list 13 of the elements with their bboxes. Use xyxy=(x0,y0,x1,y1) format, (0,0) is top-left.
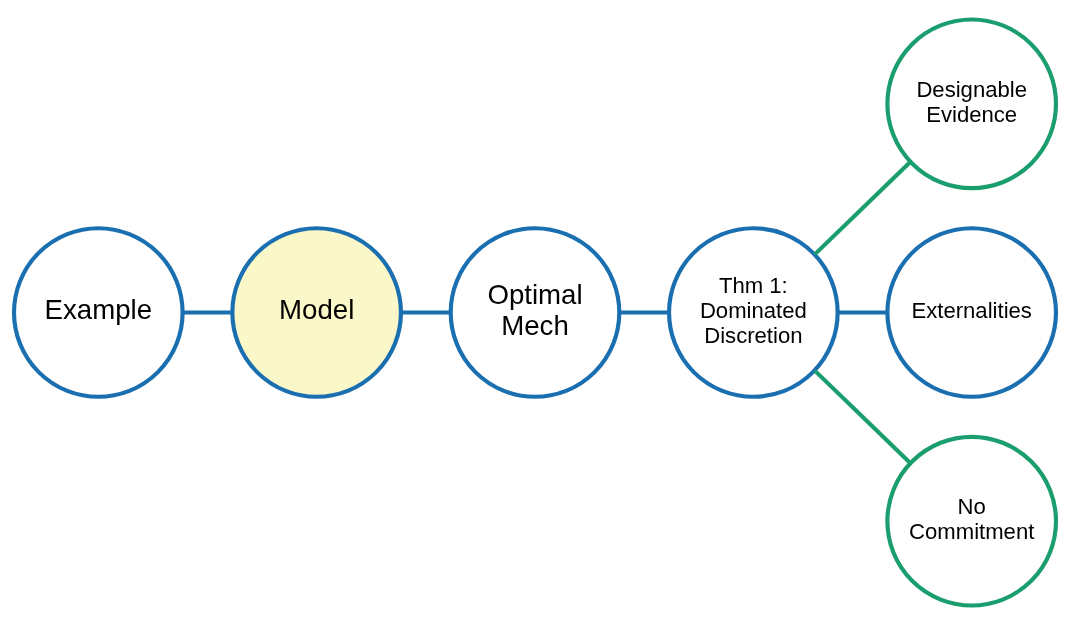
connector xyxy=(813,160,912,256)
connector xyxy=(401,310,451,315)
connector xyxy=(619,310,669,315)
node-circle: Designable Evidence xyxy=(885,17,1059,191)
node-circle: Externalities xyxy=(885,226,1059,399)
node-circle: Optimal Mech xyxy=(448,226,622,399)
node-circle: Model xyxy=(230,226,404,399)
connector xyxy=(183,310,233,315)
node-circle: No Commitment xyxy=(885,434,1059,608)
connector xyxy=(838,310,888,315)
node-circle: Thm 1: Dominated Discretion xyxy=(666,226,840,399)
connector xyxy=(813,369,912,465)
node-circle: Example xyxy=(11,226,185,399)
